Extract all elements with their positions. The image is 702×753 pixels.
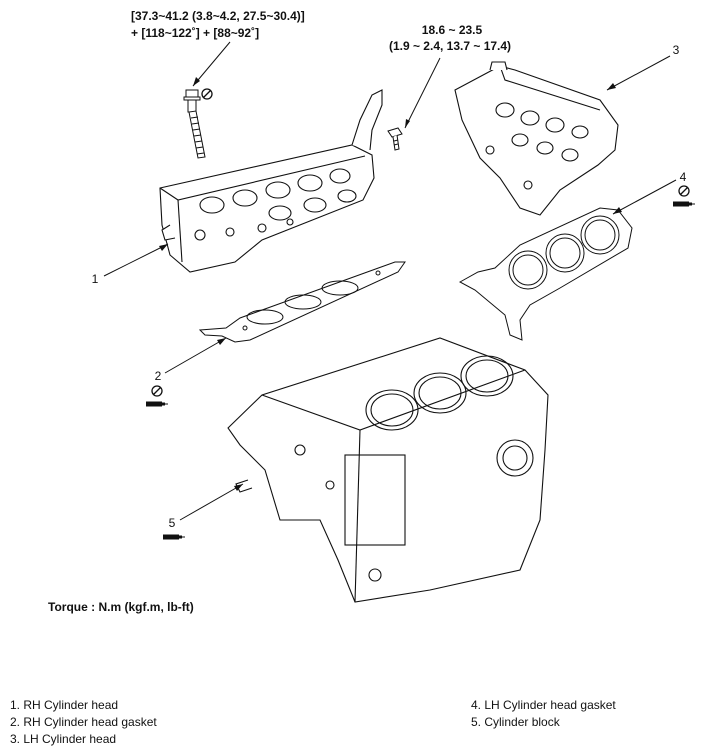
small-bolt [387, 127, 403, 151]
sealant-icon [672, 201, 696, 207]
head-bolt-torque-line2: + [118~122˚] + [88~92˚] [131, 26, 259, 40]
callout-2: 2 [155, 369, 162, 383]
callout-2-leader [164, 337, 227, 374]
do-not-reuse-icon [201, 88, 213, 100]
sealant-icon [162, 534, 186, 540]
legend-right: 4. LH Cylinder head gasket 5. Cylinder b… [471, 697, 616, 731]
callout-5: 5 [169, 516, 176, 530]
lh-cylinder-head [454, 61, 619, 216]
head-bolt-torque-line1: [37.3~41.2 (3.8~4.2, 27.5~30.4)] [131, 9, 305, 23]
small-bolt-torque-line2: (1.9 ~ 2.4, 13.7 ~ 17.4) [389, 39, 511, 53]
callout-4: 4 [680, 170, 687, 184]
callout-1-leader [103, 243, 169, 277]
head-bolt [183, 89, 206, 159]
callout-4-leader [612, 179, 677, 215]
legend-item-2: 2. RH Cylinder head gasket [10, 715, 157, 729]
callout-5-leader [179, 483, 244, 521]
legend-item-5: 5. Cylinder block [471, 715, 560, 729]
cylinder-block [227, 337, 549, 603]
sealant-icon [145, 401, 169, 407]
callout-3: 3 [673, 43, 680, 57]
lh-cylinder-head-gasket [458, 207, 633, 341]
rh-cylinder-head-gasket [198, 261, 406, 343]
small-bolt-leader-arrow [405, 119, 410, 128]
legend-item-4: 4. LH Cylinder head gasket [471, 698, 616, 712]
rh-cylinder-head [159, 89, 383, 273]
legend-item-3: 3. LH Cylinder head [10, 732, 117, 746]
callout-1: 1 [92, 272, 99, 286]
legend-left: 1. RH Cylinder head 2. RH Cylinder head … [10, 697, 157, 748]
small-bolt-leader [404, 57, 441, 129]
legend-item-1: 1. RH Cylinder head [10, 698, 119, 712]
callout-3-leader [606, 55, 671, 91]
small-bolt-torque-line1: 18.6 ~ 23.5 [422, 23, 483, 37]
head-bolt-leader-arrow [193, 77, 200, 86]
exploded-view-diagram: [37.3~41.2 (3.8~4.2, 27.5~30.4)] + [118~… [92, 9, 696, 603]
head-bolt-leader [192, 41, 231, 87]
do-not-reuse-icon [678, 185, 690, 197]
do-not-reuse-icon [151, 385, 163, 397]
torque-units-caption: Torque : N.m (kgf.m, lb-ft) [48, 600, 194, 614]
